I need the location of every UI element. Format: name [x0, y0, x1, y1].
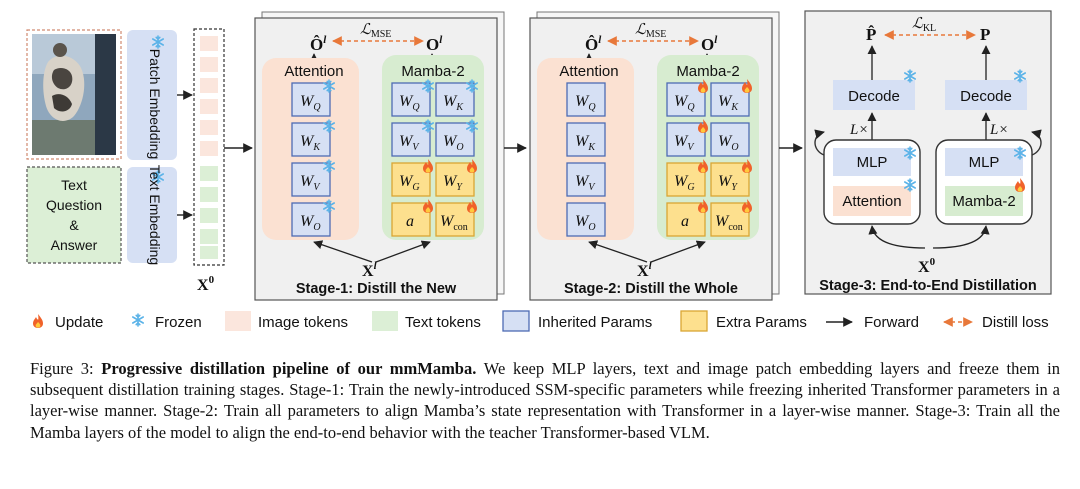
svg-text:WO: WO — [575, 213, 596, 233]
patch-embedding-block: Patch Embedding — [127, 30, 177, 160]
svg-text:WV: WV — [674, 133, 695, 153]
fire-icon — [33, 314, 43, 328]
svg-text:Attention: Attention — [842, 193, 901, 210]
legend-inherited-swatch — [502, 310, 530, 332]
stage2-mamba-params: WQ WK WV WO WG WY a Wcon — [666, 79, 752, 237]
pipeline-diagram: Text Question & Answer Patch Embedding T… — [26, 10, 1052, 332]
stage2-attention-params: WQ WK WV WO — [566, 82, 606, 237]
legend-distill: Distill loss — [982, 314, 1049, 331]
stage3-loss-label: ℒKL — [912, 16, 936, 34]
stage2-loss-label: ℒMSE — [635, 22, 666, 40]
legend-update: Update — [55, 314, 103, 331]
legend-text-tokens: Text tokens — [405, 314, 481, 331]
stage1-right-output: Ol — [426, 34, 443, 54]
svg-text:WO: WO — [300, 213, 321, 233]
stage3-title: Stage-3: End-to-End Distillation — [819, 278, 1037, 294]
svg-text:WQ: WQ — [300, 93, 321, 113]
stage3-right-output: P — [980, 25, 990, 44]
stage2-xl-label: Xl — [637, 260, 653, 280]
svg-text:Decode: Decode — [848, 88, 900, 105]
caption-body: We keep MLP layers, text and image patch… — [30, 359, 1061, 442]
legend-frozen: Frozen — [155, 314, 202, 331]
svg-text:WV: WV — [300, 173, 321, 193]
stage1-attention-params: WQ WK WV WO — [291, 79, 336, 237]
legend-extra: Extra Params — [716, 314, 807, 331]
stage3-repeat-right: L× — [989, 122, 1008, 138]
stage1-mamba-label: Mamba-2 — [401, 63, 464, 80]
figure-caption: Figure 3: Progressive distillation pipel… — [30, 358, 1060, 443]
svg-text:WY: WY — [718, 173, 738, 193]
stage-2: Ôl Ol ℒMSE Attention Mamba-2 WQ WK WV WO… — [529, 11, 780, 301]
stage1-left-output: Ôl — [310, 34, 327, 54]
stage1-xl-label: Xl — [362, 260, 378, 280]
stage3-x0-label: X0 — [918, 256, 936, 276]
svg-text:MLP: MLP — [857, 154, 888, 171]
svg-text:WK: WK — [575, 133, 596, 153]
patch-embedding-label: Patch Embedding — [147, 49, 163, 160]
legend-image-tokens: Image tokens — [258, 314, 348, 331]
stage3-attention — [833, 186, 911, 216]
snowflake-icon — [132, 313, 144, 327]
caption-bold: Progressive distillation pipeline of our… — [101, 359, 477, 378]
legend-image-swatch — [225, 311, 251, 331]
stage3-left-output: P̂ — [866, 25, 876, 44]
stage-1: Ôl Ol ℒMSE Attention Mamba-2 WQ WK WV WO — [254, 11, 505, 301]
svg-text:WK: WK — [443, 93, 464, 113]
svg-text:WV: WV — [399, 133, 420, 153]
svg-text:WG: WG — [674, 173, 695, 193]
stage3-mlp-left — [833, 148, 911, 176]
text-embedding-label: Text Embedding — [147, 165, 163, 265]
svg-text:WV: WV — [575, 173, 596, 193]
svg-text:WK: WK — [718, 93, 739, 113]
text-box-line-2: Question — [46, 197, 102, 213]
legend-extra-swatch — [680, 310, 708, 332]
svg-text:WK: WK — [300, 133, 321, 153]
svg-text:Decode: Decode — [960, 88, 1012, 105]
text-box-line-4: Answer — [51, 237, 98, 253]
stage1-mamba-params: WQ WK WV WO WG WY a Wcon — [391, 79, 479, 237]
stage3-repeat-left: L× — [849, 122, 868, 138]
legend-inherited: Inherited Params — [538, 314, 652, 331]
svg-text:a: a — [681, 213, 689, 230]
text-box-line-3: & — [69, 217, 79, 233]
text-box-line-1: Text — [61, 177, 87, 193]
stage2-title: Stage-2: Distill the Whole — [564, 281, 738, 297]
legend-text-swatch — [372, 311, 398, 331]
svg-text:a: a — [406, 213, 414, 230]
input-section: Text Question & Answer Patch Embedding T… — [26, 28, 253, 294]
input-image — [26, 29, 122, 160]
legend-forward: Forward — [864, 314, 919, 331]
svg-text:WQ: WQ — [399, 93, 420, 113]
svg-text:WY: WY — [443, 173, 463, 193]
input-text-box: Text Question & Answer — [26, 166, 122, 264]
svg-text:WQ: WQ — [674, 93, 695, 113]
stage3-decode-right — [945, 80, 1027, 110]
svg-text:WO: WO — [718, 133, 739, 153]
stage1-loss-label: ℒMSE — [360, 22, 391, 40]
stage2-attention-label: Attention — [559, 63, 618, 80]
text-embedding-block: Text Embedding — [127, 165, 177, 265]
svg-text:Mamba-2: Mamba-2 — [952, 193, 1015, 210]
stage2-left-output: Ôl — [585, 34, 602, 54]
svg-text:WG: WG — [399, 173, 420, 193]
x0-label: X0 — [197, 274, 215, 294]
svg-text:WO: WO — [443, 133, 464, 153]
svg-text:MLP: MLP — [969, 154, 1000, 171]
caption-label: Figure 3: — [30, 359, 94, 378]
stage3-mlp-right — [945, 148, 1023, 176]
legend: Update Frozen Image tokens Text tokens I… — [33, 310, 1049, 332]
stage-3: P̂ P ℒKL Decode Decode L× L× MLP Attenti… — [804, 10, 1052, 295]
stage3-mamba — [945, 186, 1023, 216]
svg-text:Wcon: Wcon — [715, 213, 743, 233]
stage1-title: Stage-1: Distill the New — [296, 281, 457, 297]
stage1-attention-label: Attention — [284, 63, 343, 80]
svg-text:WQ: WQ — [575, 93, 596, 113]
svg-text:Wcon: Wcon — [440, 213, 468, 233]
stage2-right-output: Ol — [701, 34, 718, 54]
token-column — [193, 28, 225, 266]
stage2-mamba-label: Mamba-2 — [676, 63, 739, 80]
stage3-decode-left — [833, 80, 915, 110]
